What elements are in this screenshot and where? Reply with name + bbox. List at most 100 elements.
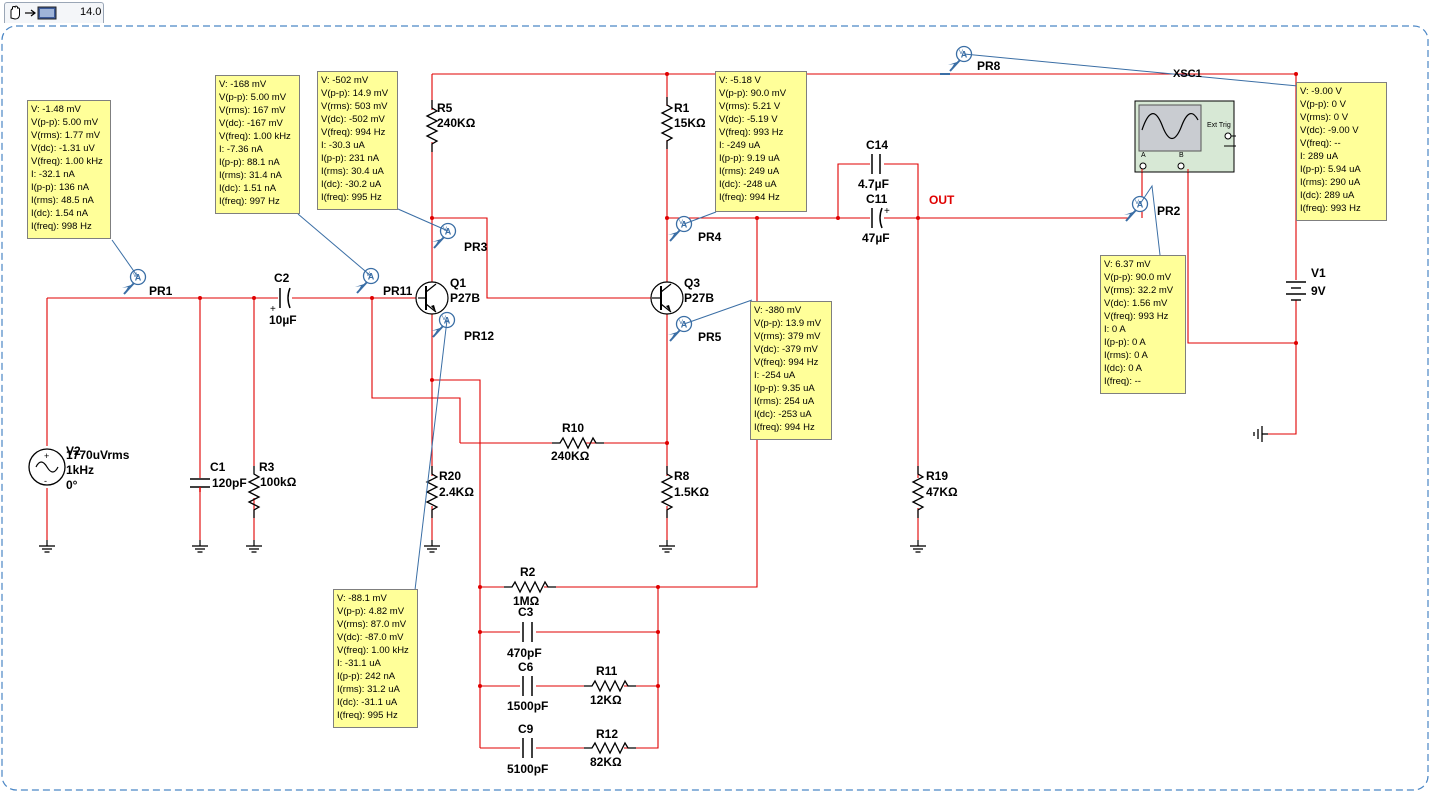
readout-line: I(rms): 290 uA [1300,177,1361,188]
r11-resistor[interactable] [583,680,637,692]
readout-line: I(dc): -30.2 uA [321,179,382,190]
c11-capacitor[interactable]: + [871,206,890,229]
probe-pr4-icon[interactable] [667,215,693,242]
readout-line: I(freq): 995 Hz [337,710,398,721]
q3-transistor[interactable] [650,281,684,315]
svg-text:+: + [44,451,49,461]
readout-line: I: -7.36 nA [219,144,263,155]
readout-line: I(p-p): 242 nA [337,671,396,682]
r12-value: 82KΩ [590,755,622,769]
probe-pr12-icon[interactable] [430,311,456,338]
readout-line: I(dc): 0 A [1104,363,1143,374]
r10-resistor[interactable] [551,437,605,449]
r11-value: 12KΩ [590,693,622,707]
probe-pr2-icon[interactable] [1123,195,1149,222]
readout-line: V(freq): 994 Hz [321,127,386,138]
c2-capacitor[interactable]: + [270,287,291,315]
ground-symbol [38,539,56,553]
oscilloscope-xsc1[interactable] [1134,100,1236,173]
v1-value: 9V [1311,284,1326,298]
r19-label: R19 [926,469,949,483]
design-tab[interactable]: 14.0 [4,2,104,23]
c11-value: 47µF [862,231,890,245]
c3-capacitor[interactable] [522,622,533,642]
c9-capacitor[interactable] [522,738,533,758]
readout-line: I(p-p): 0 A [1104,337,1146,348]
readout-line: V(p-p): 90.0 mV [719,88,787,99]
document-tab-bar: 14.0 [0,0,1430,24]
r11-label: R11 [596,664,618,678]
c2-value: 10µF [269,313,297,327]
pr4-label: PR4 [698,230,722,244]
ext-trig-label: Ext Trig [1207,122,1231,129]
probe-pr1-icon[interactable] [121,268,147,295]
readout-line: V(freq): 1.00 kHz [219,131,291,142]
probe-pr4-readout[interactable]: V: -5.18 V V(p-p): 90.0 mV V(rms): 5.21 … [715,71,807,212]
pr2-label: PR2 [1157,204,1181,218]
pr12-label: PR12 [464,329,495,343]
r20-value: 2.4KΩ [439,485,474,499]
readout-line: V(freq): 1.00 kHz [337,645,409,656]
c6-capacitor[interactable] [522,676,533,696]
r5-resistor[interactable] [426,99,438,153]
readout-line: I(p-p): 88.1 nA [219,157,280,168]
r3-label: R3 [259,460,275,474]
r5-value: 240KΩ [437,116,476,130]
r10-value: 240KΩ [551,449,590,463]
r8-resistor[interactable] [661,465,673,519]
readout-line: V(p-p): 13.9 mV [754,318,822,329]
probe-pr3-icon[interactable] [431,222,457,249]
readout-line: V(rms): 5.21 V [719,101,781,112]
readout-line: V: -9.00 V [1300,86,1342,97]
c3-value: 470pF [507,646,542,660]
probe-pr11-readout[interactable]: V: -168 mV V(p-p): 5.00 mV V(rms): 167 m… [215,75,300,214]
ground-symbol [423,539,441,553]
v2-ac-source[interactable]: + - [28,448,66,486]
r3-resistor[interactable] [248,465,260,519]
readout-line: I: -30.3 uA [321,140,365,151]
readout-line: V(dc): -167 mV [219,118,283,129]
ground-symbol [658,539,676,553]
v1-battery[interactable] [1286,268,1306,301]
readout-line: I(freq): 997 Hz [219,196,280,207]
probe-pr3-readout[interactable]: V: -502 mV V(p-p): 14.9 mV V(rms): 503 m… [317,71,398,210]
r19-resistor[interactable] [912,465,924,519]
probe-pr2-readout[interactable]: V: 6.37 mV V(p-p): 90.0 mV V(rms): 32.2 … [1100,255,1186,394]
readout-line: I: -31.1 uA [337,658,381,669]
c1-capacitor[interactable] [190,478,210,492]
probe-pr5-icon[interactable] [667,315,693,342]
readout-line: I(rms): 249 uA [719,166,780,177]
probe-pr8-readout[interactable]: V: -9.00 V V(p-p): 0 V V(rms): 0 V V(dc)… [1296,82,1387,221]
probe-pr12-readout[interactable]: V: -88.1 mV V(p-p): 4.82 mV V(rms): 87.0… [333,589,418,728]
r2-resistor[interactable] [503,581,557,593]
ground-symbol [909,539,927,553]
readout-line: I(p-p): 231 nA [321,153,380,164]
readout-line: V(freq): -- [1300,138,1341,149]
r12-resistor[interactable] [583,742,637,754]
readout-line: V: -380 mV [754,305,802,316]
readout-line: I(rms): 31.2 uA [337,684,400,695]
r1-value: 15KΩ [674,116,706,130]
readout-line: I(freq): 994 Hz [719,192,780,203]
readout-line: V(dc): 1.56 mV [1104,298,1168,309]
probe-pr5-readout[interactable]: V: -380 mV V(p-p): 13.9 mV V(rms): 379 m… [750,301,832,440]
q1-transistor[interactable] [415,281,449,315]
readout-line: I(rms): 31.4 nA [219,170,282,181]
v2-label: V2 [66,444,81,458]
pr3-label: PR3 [464,240,488,254]
readout-line: V(rms): 167 mV [219,105,286,116]
channel-a-label: A [1141,152,1146,159]
readout-line: V(freq): 994 Hz [754,357,819,368]
probe-pr1-readout[interactable]: V: -1.48 mV V(p-p): 5.00 mV V(rms): 1.77… [27,100,111,239]
probe-pr8-icon[interactable] [947,45,973,72]
c14-value: 4.7µF [858,177,889,191]
r3-value: 100kΩ [260,475,297,489]
junction-dots [198,72,1298,688]
c6-label: C6 [518,660,534,674]
readout-line: V(dc): -9.00 V [1300,125,1359,136]
readout-line: V(rms): 32.2 mV [1104,285,1174,296]
r1-resistor[interactable] [661,96,673,150]
c14-capacitor[interactable] [871,154,881,174]
readout-line: V(rms): 1.77 mV [31,130,101,141]
